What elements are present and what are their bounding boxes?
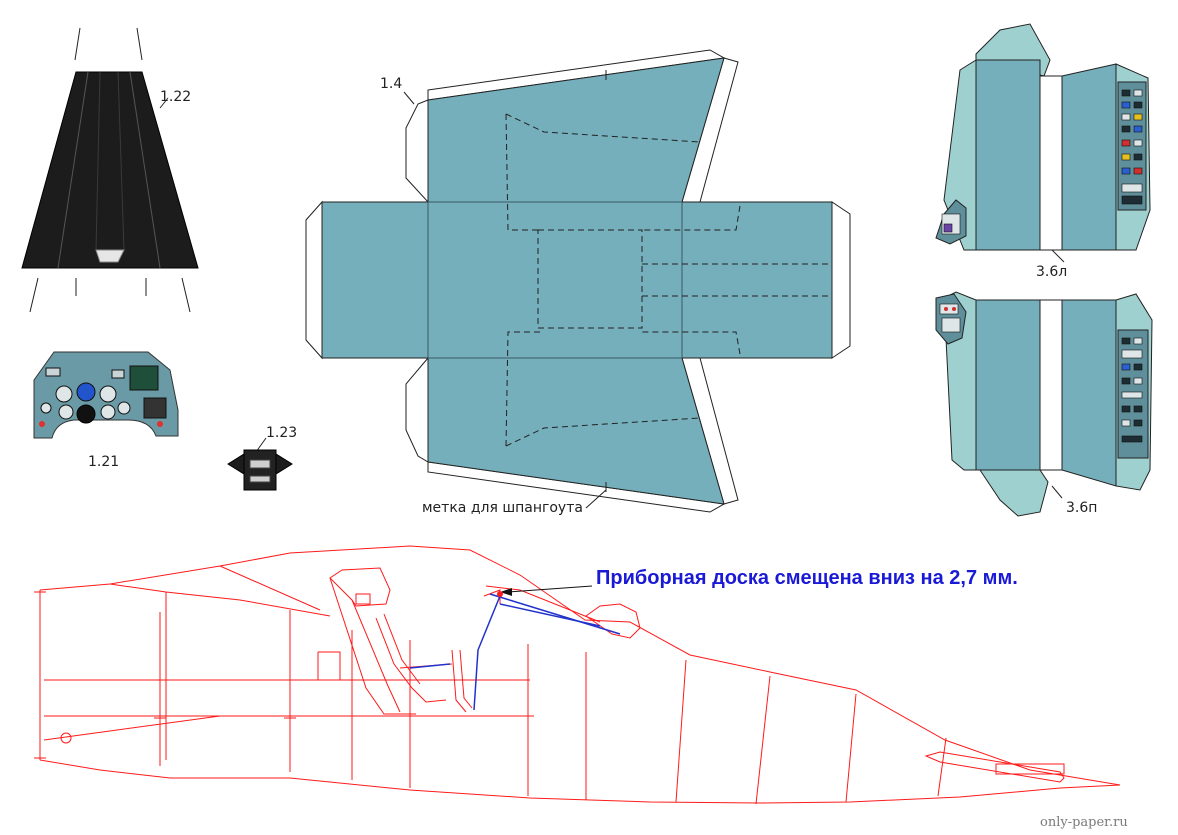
label-3-6l: 3.6л <box>1036 264 1067 280</box>
watermark: only-paper.ru <box>1040 815 1128 830</box>
part-1-22: 1.22 <box>21 27 199 313</box>
part-3-6-right: 3.6п <box>935 291 1153 517</box>
fuselage-side-drawing <box>34 545 1121 805</box>
label-1-4: 1.4 <box>380 76 402 92</box>
part-1-21-instrument-panel: 1.21 <box>33 351 179 470</box>
label-frame-mark: метка для шпангоута <box>422 500 583 516</box>
label-1-22: 1.22 <box>160 89 191 105</box>
part-1-4: 1.4 метка для шпангоута <box>305 49 851 516</box>
label-1-21: 1.21 <box>88 454 119 470</box>
label-1-23: 1.23 <box>266 425 297 441</box>
label-3-6p: 3.6п <box>1066 500 1097 516</box>
part-1-23: 1.23 <box>227 425 297 491</box>
shift-note: Приборная доска смещена вниз на 2,7 мм. <box>596 567 1018 589</box>
note-arrow <box>497 585 593 597</box>
panel-offset-lines <box>409 593 621 711</box>
part-3-6-left: 3.6л <box>935 23 1151 280</box>
